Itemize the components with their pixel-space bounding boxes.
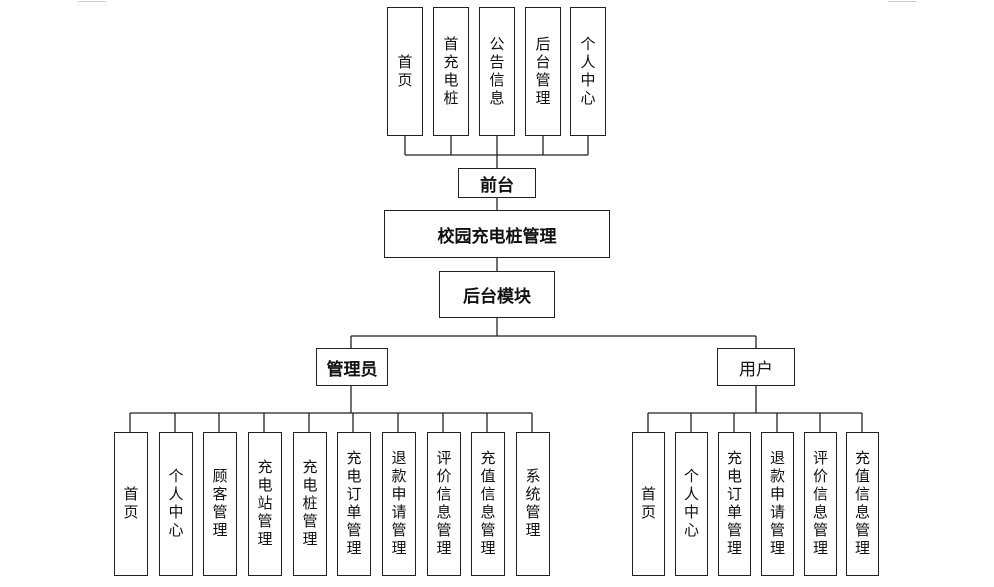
admin-item-order: 充电订单管理 bbox=[337, 432, 371, 576]
front-item-label: 公告信息 bbox=[487, 35, 506, 108]
admin-item-label: 充值信息管理 bbox=[478, 450, 497, 558]
front-node: 前台 bbox=[458, 168, 536, 198]
front-item-profile: 个人中心 bbox=[570, 7, 606, 136]
page-corner-mark-left bbox=[78, 1, 106, 2]
admin-item-label: 顾客管理 bbox=[210, 468, 229, 540]
user-node: 用户 bbox=[717, 348, 795, 386]
front-item-backend: 后台管理 bbox=[525, 7, 561, 136]
front-item-charging-pile: 首充电桩 bbox=[433, 7, 469, 136]
front-item-notice: 公告信息 bbox=[479, 7, 515, 136]
admin-item-label: 首页 bbox=[121, 486, 140, 522]
backend-node: 后台模块 bbox=[439, 271, 555, 318]
admin-node: 管理员 bbox=[316, 348, 388, 386]
admin-node-label: 管理员 bbox=[326, 359, 378, 380]
admin-item-home: 首页 bbox=[114, 432, 148, 576]
admin-item-recharge: 充值信息管理 bbox=[471, 432, 505, 576]
user-item-home: 首页 bbox=[632, 432, 665, 576]
admin-item-system: 系统管理 bbox=[516, 432, 550, 576]
admin-item-label: 系统管理 bbox=[523, 468, 542, 540]
user-item-label: 个人中心 bbox=[682, 468, 700, 540]
user-item-refund: 退款申请管理 bbox=[761, 432, 794, 576]
backend-node-label: 后台模块 bbox=[463, 287, 531, 307]
front-item-label: 首页 bbox=[395, 53, 414, 90]
user-node-label: 用户 bbox=[739, 359, 773, 380]
user-item-label: 评价信息管理 bbox=[811, 450, 829, 558]
admin-item-station: 充电站管理 bbox=[248, 432, 282, 576]
front-item-label: 首充电桩 bbox=[441, 35, 460, 108]
front-node-label: 前台 bbox=[480, 175, 514, 196]
page-corner-mark-right bbox=[888, 1, 916, 2]
admin-item-label: 充电桩管理 bbox=[300, 459, 319, 549]
admin-item-customer: 顾客管理 bbox=[203, 432, 237, 576]
admin-item-label: 充电订单管理 bbox=[344, 450, 363, 558]
admin-item-label: 评价信息管理 bbox=[434, 450, 453, 558]
system-title-label: 校园充电桩管理 bbox=[437, 226, 557, 247]
user-item-profile: 个人中心 bbox=[675, 432, 708, 576]
user-item-review: 评价信息管理 bbox=[804, 432, 837, 576]
admin-item-label: 个人中心 bbox=[166, 468, 185, 540]
front-item-label: 后台管理 bbox=[533, 35, 552, 108]
user-item-order: 充电订单管理 bbox=[718, 432, 751, 576]
system-title-node: 校园充电桩管理 bbox=[384, 210, 610, 258]
admin-item-pile: 充电桩管理 bbox=[293, 432, 327, 576]
admin-item-refund: 退款申请管理 bbox=[382, 432, 416, 576]
user-item-label: 退款申请管理 bbox=[768, 450, 786, 558]
user-item-label: 充值信息管理 bbox=[853, 450, 871, 558]
user-item-label: 充电订单管理 bbox=[725, 450, 743, 558]
user-item-label: 首页 bbox=[639, 486, 657, 522]
admin-item-review: 评价信息管理 bbox=[427, 432, 461, 576]
admin-item-label: 充电站管理 bbox=[255, 459, 274, 549]
user-item-recharge: 充值信息管理 bbox=[846, 432, 879, 576]
admin-item-profile: 个人中心 bbox=[159, 432, 193, 576]
front-item-label: 个人中心 bbox=[578, 35, 597, 108]
admin-item-label: 退款申请管理 bbox=[389, 450, 408, 558]
front-item-home: 首页 bbox=[387, 7, 423, 136]
